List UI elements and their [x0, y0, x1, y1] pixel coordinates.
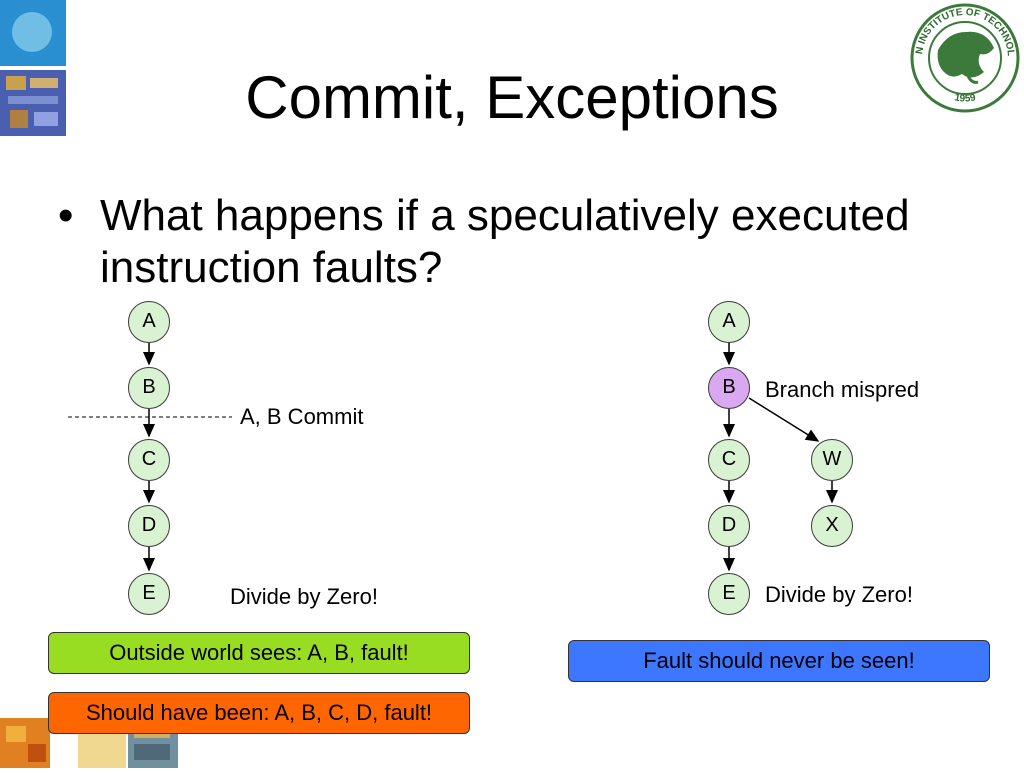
- chip-image-top-left: [0, 0, 68, 138]
- right-node-a: A: [708, 301, 750, 343]
- bullet-dot: •: [58, 191, 74, 240]
- mispred-label: Branch mispred: [765, 377, 920, 402]
- should-have-been-box: Should have been: A, B, C, D, fault!: [48, 692, 470, 734]
- right-node-w: W: [811, 439, 853, 481]
- outside-world-box: Outside world sees: A, B, fault!: [48, 632, 470, 674]
- left-fault-label: Divide by Zero!: [230, 584, 378, 609]
- left-node-c: C: [128, 439, 170, 481]
- never-seen-box: Fault should never be seen!: [568, 640, 990, 682]
- right-node-x: X: [811, 505, 853, 547]
- right-node-b: B: [708, 367, 750, 409]
- left-node-b: B: [128, 367, 170, 409]
- left-node-a: A: [128, 301, 170, 343]
- bullet-text: What happens if a speculatively executed…: [100, 191, 910, 292]
- slide-title: Commit, Exceptions: [245, 64, 779, 131]
- right-fault-label: Divide by Zero!: [765, 582, 913, 607]
- institute-logo: ASIAN INSTITUTE OF TECHNOLOGY 1959: [904, 0, 1022, 114]
- svg-text:1959: 1959: [953, 92, 977, 104]
- commit-label: A, B Commit: [240, 404, 364, 429]
- left-node-e: E: [128, 573, 170, 615]
- right-node-c: C: [708, 439, 750, 481]
- right-node-d: D: [708, 505, 750, 547]
- left-node-d: D: [128, 505, 170, 547]
- right-node-e: E: [708, 573, 750, 615]
